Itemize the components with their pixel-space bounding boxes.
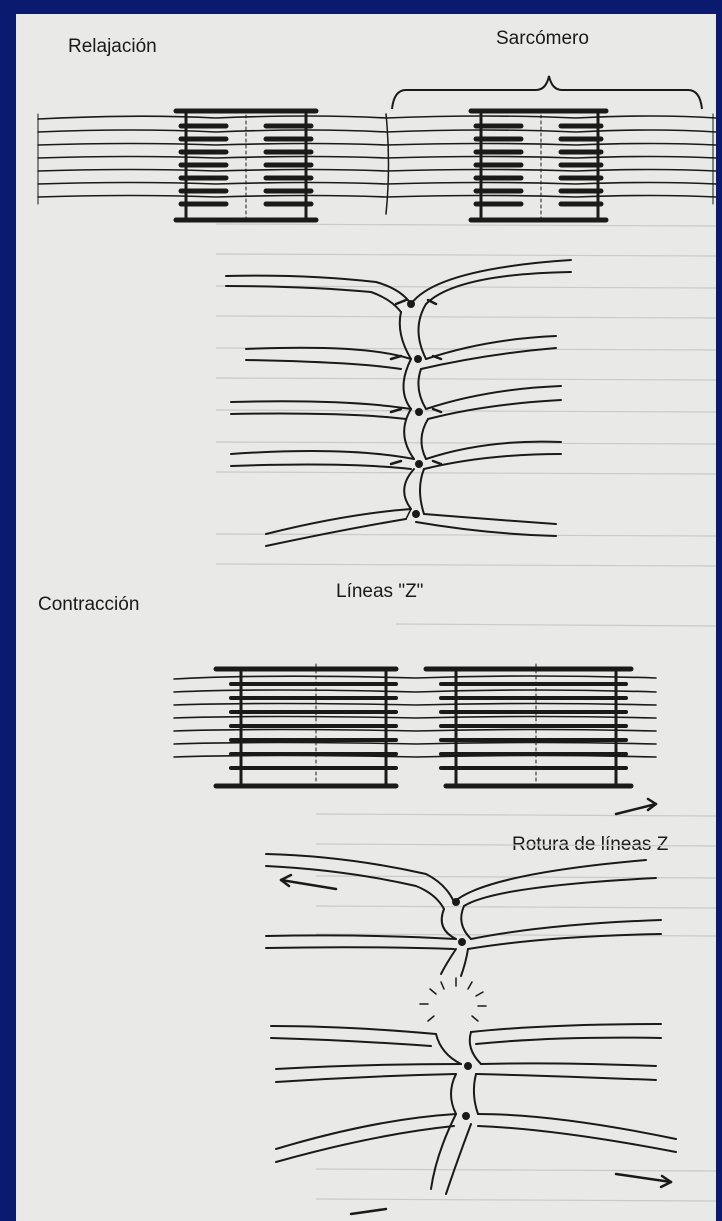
diagram-page: Relajación Sarcómero Líneas "Z" Contracc… <box>16 14 716 1221</box>
relaxed-myofibril <box>38 109 716 222</box>
contracted-myofibril <box>174 664 656 789</box>
z-line-detail <box>226 260 571 546</box>
z-line-rupture-detail <box>266 799 676 1214</box>
sarcomere-illustration <box>16 14 716 1221</box>
sarcomere-bracket <box>392 76 702 109</box>
